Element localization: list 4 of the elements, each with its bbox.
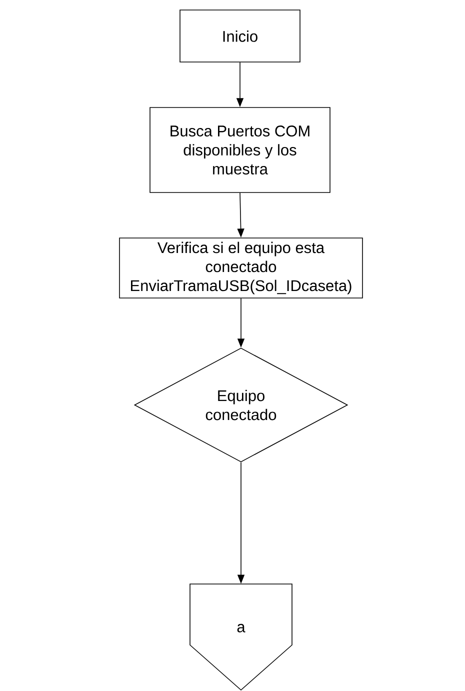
process-box: Busca Puertos COM disponibles y los muestra [150,107,330,193]
process-box: Verifica si el equipo esta conectado EnviarTramaUSB(Sol_IDcaseta) [119,238,363,298]
off-page-connector: a [190,584,292,691]
start-box: Inicio [180,10,300,62]
